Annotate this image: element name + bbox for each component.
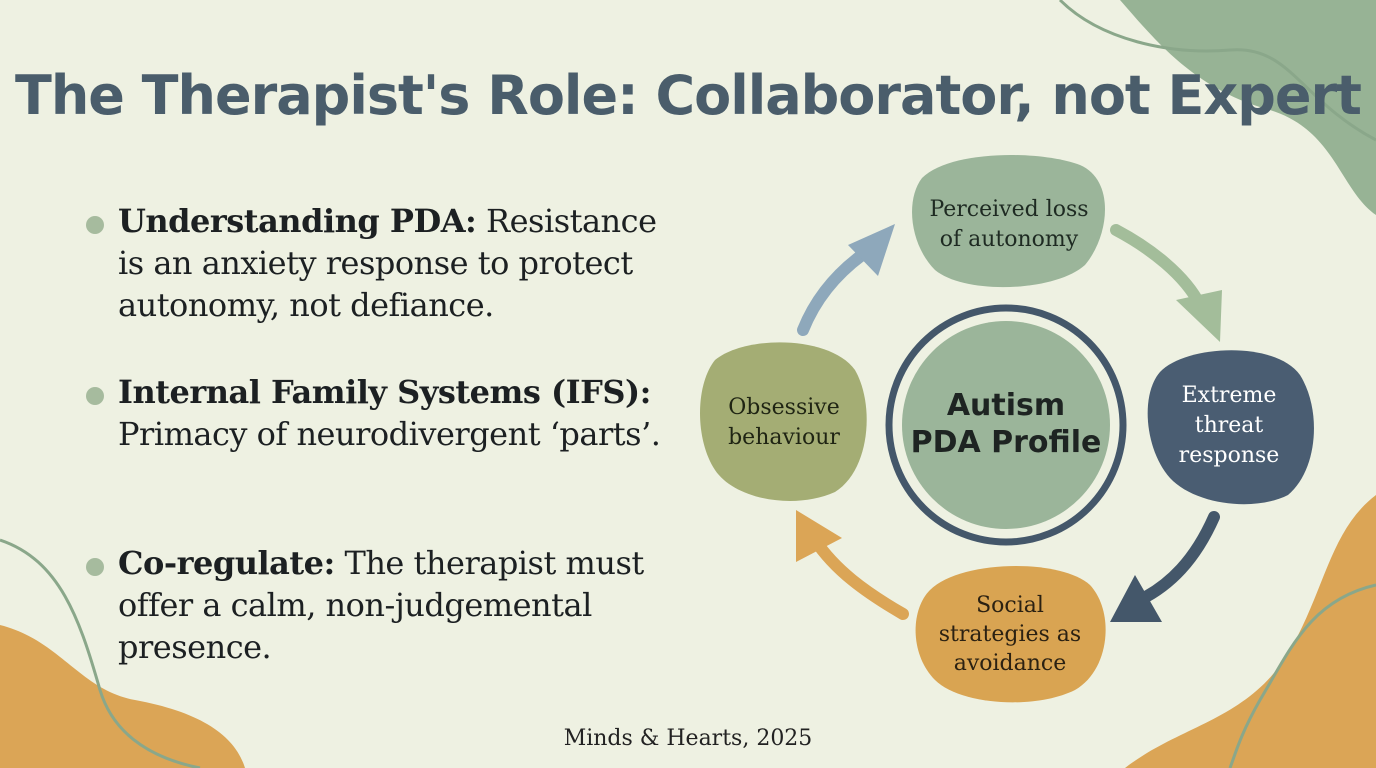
bullet-text: Internal Family Systems (IFS): Primacy o…	[118, 371, 684, 455]
node-perceived-loss-label-2: of autonomy	[940, 227, 1079, 252]
center-circle	[902, 321, 1110, 529]
bullet-body: Primacy of neurodivergent ‘parts’.	[118, 415, 661, 453]
node-obsessive-behaviour: Obsessive behaviour	[700, 342, 867, 501]
bullet-dot	[86, 216, 104, 234]
bottom-left-orange-blob	[0, 625, 245, 768]
bullet-term: Internal Family Systems (IFS):	[118, 373, 651, 411]
center-ring	[885, 304, 1127, 546]
node-obsessive-behaviour-label-1: Obsessive	[728, 395, 840, 420]
center-label-line1: Autism	[947, 388, 1065, 423]
arrow-top-to-right	[1110, 224, 1222, 342]
arrow-bottom-to-left	[796, 510, 909, 620]
bullet-understanding-pda: Understanding PDA: Resistance is an anxi…	[84, 200, 684, 326]
bullet-body: Resistance is an anxiety response to pro…	[118, 202, 657, 324]
center-label-line2: PDA Profile	[911, 425, 1102, 460]
node-extreme-threat: Extreme threat response	[1147, 350, 1314, 505]
bullet-body: The therapist must offer a calm, non-jud…	[118, 544, 644, 666]
node-social-strategies-label-2: strategies as	[939, 622, 1081, 647]
source-credit: Minds & Hearts, 2025	[563, 726, 813, 751]
bullet-term: Understanding PDA:	[118, 202, 477, 240]
node-social-strategies-label-3: avoidance	[954, 651, 1067, 676]
bullet-text: Co-regulate: The therapist must offer a …	[118, 542, 684, 668]
node-perceived-loss: Perceived loss of autonomy	[912, 155, 1105, 288]
top-right-green-blob	[1120, 0, 1376, 215]
bottom-right-curve-line	[1228, 583, 1376, 768]
center-node: Autism PDA Profile	[885, 304, 1127, 546]
arrow-right-to-bottom	[1110, 511, 1220, 622]
node-extreme-threat-label-2: threat	[1195, 413, 1264, 438]
bullet-text: Understanding PDA: Resistance is an anxi…	[118, 200, 684, 326]
arrow-left-to-top	[797, 224, 895, 336]
bottom-right-orange-blob	[1125, 495, 1376, 768]
node-obsessive-behaviour-label-2: behaviour	[728, 425, 840, 450]
top-right-curve-line	[1058, 0, 1376, 142]
page-title: The Therapist's Role: Collaborator, not …	[14, 64, 1362, 127]
bullet-dot	[86, 558, 104, 576]
bullet-term: Co-regulate:	[118, 544, 335, 582]
node-perceived-loss-label-1: Perceived loss	[929, 197, 1088, 222]
node-social-strategies: Social strategies as avoidance	[915, 566, 1106, 703]
node-social-strategies-label-1: Social	[976, 593, 1044, 618]
bullet-dot	[86, 387, 104, 405]
bullet-ifs: Internal Family Systems (IFS): Primacy o…	[84, 371, 684, 455]
bottom-left-curve-line	[0, 538, 201, 768]
node-extreme-threat-label-1: Extreme	[1182, 383, 1277, 408]
bullet-co-regulate: Co-regulate: The therapist must offer a …	[84, 542, 684, 668]
node-extreme-threat-label-3: response	[1179, 443, 1280, 468]
